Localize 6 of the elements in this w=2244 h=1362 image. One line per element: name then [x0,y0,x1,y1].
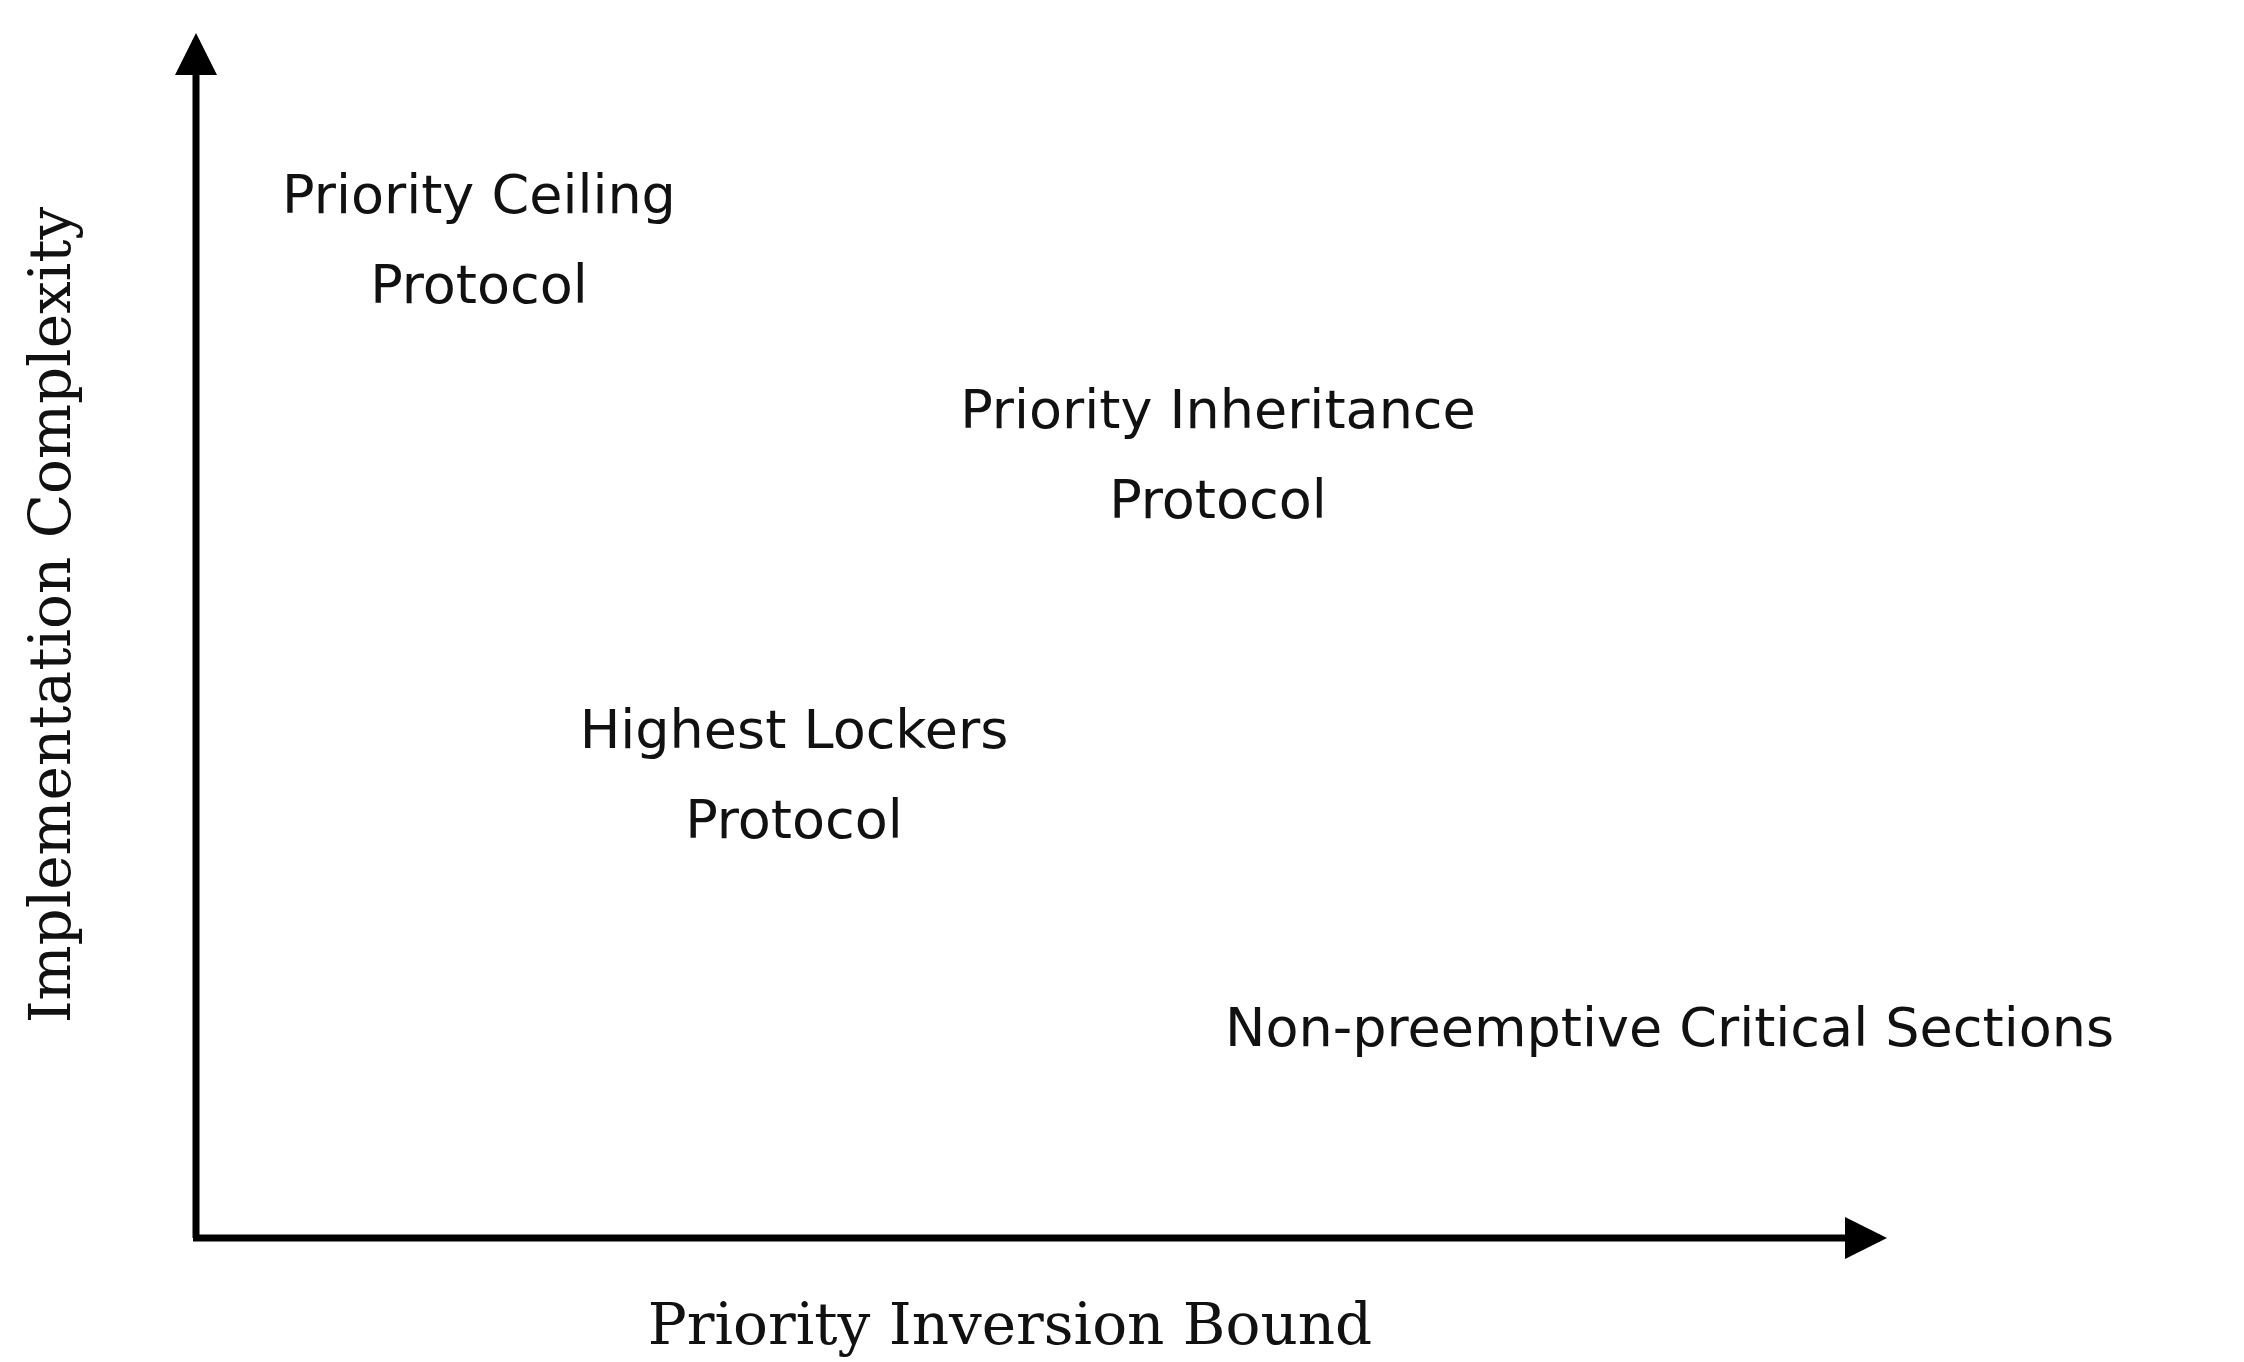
point-label: Non-preemptive Critical Sections [1225,995,2115,1061]
axis-title: Implementation Complexity [16,206,84,1024]
point-label: Priority Ceiling Protocol [281,162,677,318]
axis-title: Priority Inversion Bound [647,1290,1373,1358]
point-label: Highest Lockers Protocol [578,697,1010,853]
point-label: Priority Inheritance Protocol [959,377,1477,533]
